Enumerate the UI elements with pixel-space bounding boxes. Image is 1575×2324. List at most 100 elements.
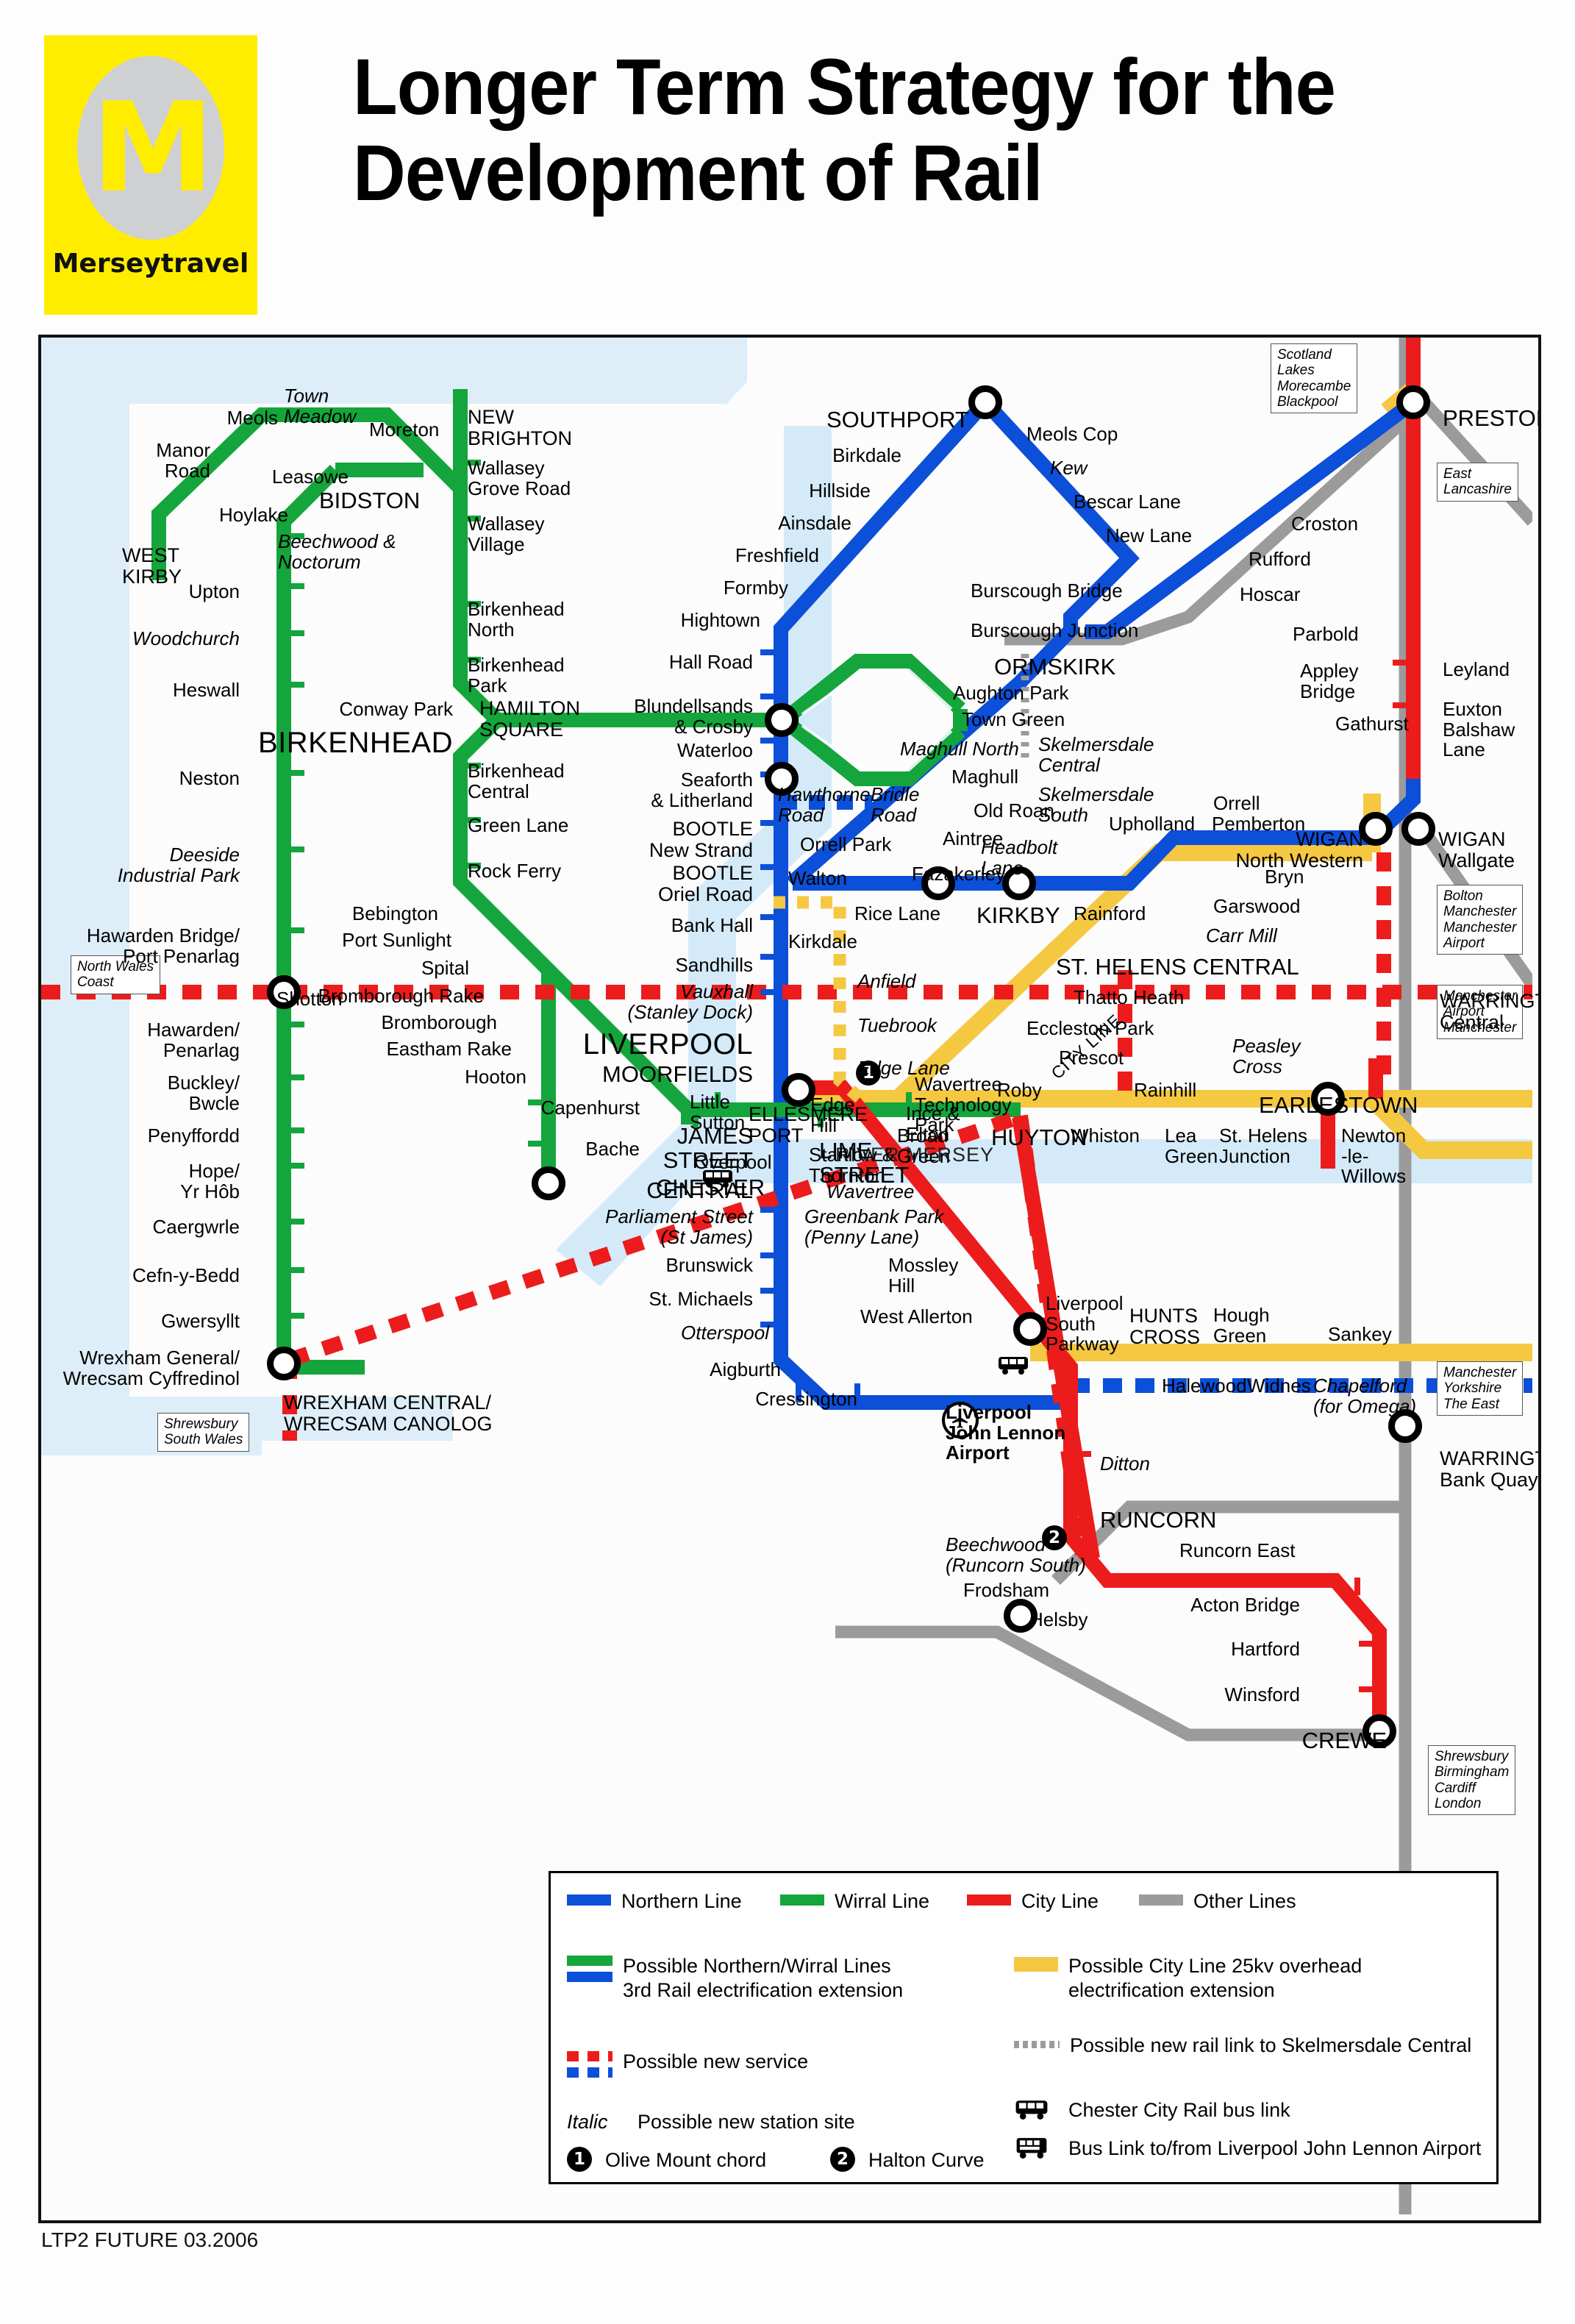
merseytravel-logo: M Merseytravel bbox=[44, 35, 257, 315]
station-label: Acton Bridge bbox=[1190, 1594, 1300, 1616]
station-label: Roby bbox=[997, 1079, 1042, 1101]
station-label: Skelmersdale Central bbox=[1038, 733, 1154, 776]
station-label: Freshfield bbox=[735, 544, 819, 566]
station-label: Rainhill bbox=[1134, 1079, 1197, 1101]
station-label: Birkdale bbox=[832, 444, 901, 466]
station-label: Winsford bbox=[1224, 1683, 1300, 1705]
station-label: Edge Lane bbox=[857, 1057, 950, 1079]
station-label: Rice Lane bbox=[854, 902, 941, 924]
station-label: Tuebrook bbox=[857, 1014, 937, 1036]
station-label: PRESTON bbox=[1443, 405, 1538, 431]
station-label: Appley Bridge bbox=[1300, 660, 1359, 702]
station-label: Carr Mill bbox=[1206, 924, 1277, 947]
station-label: RUNCORN bbox=[1100, 1507, 1217, 1533]
station-label: Bromborough bbox=[381, 1011, 497, 1033]
station-label: Euxton Balshaw Lane bbox=[1443, 698, 1515, 761]
station-label: Peasley Cross bbox=[1232, 1035, 1301, 1077]
station-label: Prescot bbox=[1059, 1047, 1124, 1069]
map-note-1-olive-mount[interactable]: 1 bbox=[856, 1061, 881, 1086]
legend-swatch-city bbox=[967, 1895, 1011, 1906]
station-label: CHESTER bbox=[656, 1175, 765, 1200]
possible-overhead-extension bbox=[774, 896, 869, 1108]
station-label: WARRINGTON Central bbox=[1440, 990, 1538, 1033]
interchange-moorfields[interactable] bbox=[765, 703, 799, 737]
interchange-central[interactable] bbox=[765, 762, 799, 796]
station-label: Bache bbox=[585, 1138, 640, 1160]
title-line-2: Development of Rail bbox=[353, 127, 1043, 217]
station-label: Vauxhall (Stanley Dock) bbox=[627, 980, 754, 1023]
station-label: Aintree bbox=[943, 827, 1004, 849]
station-label: Shotton bbox=[276, 988, 343, 1010]
interchange-wrexham-general[interactable] bbox=[267, 1347, 301, 1380]
interchange-warrington-bq[interactable] bbox=[1388, 1409, 1422, 1443]
station-label: BIRKENHEAD bbox=[257, 727, 453, 759]
station-label: ORMSKIRK bbox=[994, 654, 1116, 680]
station-label: Mossley Hill bbox=[888, 1254, 959, 1297]
interchange-wigan-wallgate[interactable] bbox=[1401, 812, 1435, 846]
station-label: Conway Park bbox=[339, 698, 453, 720]
station-label: Waterloo bbox=[676, 739, 753, 761]
station-label: LIME STREET bbox=[819, 1138, 910, 1188]
legend-label-italic-key: Possible new station site bbox=[638, 2111, 855, 2133]
station-label: St. Helens Junction bbox=[1219, 1124, 1307, 1167]
interchange-chester[interactable] bbox=[532, 1166, 565, 1200]
station-label: HUYTON bbox=[991, 1124, 1088, 1150]
station-label: MOORFIELDS bbox=[602, 1061, 753, 1087]
station-label: Walton bbox=[788, 867, 847, 889]
station-label: Parbold bbox=[1293, 623, 1359, 645]
dest-box-shrewsbury-birmingham: Shrewsbury Birmingham Cardiff London bbox=[1428, 1745, 1516, 1816]
station-label: Wrexham General/ Wrecsam Cyffredinol bbox=[63, 1347, 240, 1389]
station-label: Newton -le- Willows bbox=[1341, 1124, 1407, 1188]
interchange-southport[interactable] bbox=[968, 385, 1002, 419]
station-label: Bescar Lane bbox=[1074, 491, 1181, 513]
station-label: Hartford bbox=[1231, 1638, 1300, 1660]
station-label: Blundellsands & Crosby bbox=[634, 695, 753, 738]
station-label: CREWE bbox=[1301, 1728, 1387, 1753]
interchange-kirkby[interactable] bbox=[1002, 866, 1036, 900]
station-label: Burscough Junction bbox=[971, 619, 1139, 641]
station-label: Greenbank Park (Penny Lane) bbox=[804, 1205, 944, 1248]
legend-bus-icon-chester bbox=[1014, 2098, 1058, 2124]
interchange-wigan-nw[interactable] bbox=[1359, 812, 1393, 846]
station-label: Liverpool John Lennon Airport bbox=[946, 1401, 1066, 1464]
station-label: Hooton bbox=[465, 1066, 526, 1088]
station-label: Neston bbox=[179, 767, 240, 789]
interchange-shotton[interactable] bbox=[267, 975, 301, 1009]
legend-label-northern: Northern Line bbox=[621, 1890, 742, 1912]
legend-italic-marker: Italic bbox=[567, 2111, 608, 2133]
interchange-preston[interactable] bbox=[1396, 385, 1430, 419]
interchange-headbolt-lane[interactable] bbox=[921, 866, 955, 900]
station-label: Wavertree bbox=[826, 1180, 915, 1202]
page-title: Longer Term Strategy for the Development… bbox=[353, 43, 1435, 217]
station-label: Spital bbox=[421, 957, 469, 979]
dest-box-east-lancs: East Lancashire bbox=[1437, 463, 1518, 502]
station-label: Kew bbox=[1050, 457, 1088, 479]
legend-item-chester-bus: Chester City Rail bus link bbox=[1014, 2098, 1290, 2124]
station-label: Cressington bbox=[755, 1388, 857, 1410]
document-reference: LTP2 FUTURE 03.2006 bbox=[41, 2228, 259, 2251]
halton-curve-dashed bbox=[1013, 1114, 1090, 1555]
interchange-lime-street[interactable] bbox=[782, 1073, 815, 1107]
interchange-crewe[interactable] bbox=[1362, 1714, 1396, 1748]
station-label: Rock Ferry bbox=[468, 860, 562, 882]
station-label: Ainsdale bbox=[778, 512, 851, 534]
legend-note-1-marker: 1 bbox=[567, 2147, 592, 2172]
station-label: Moreton bbox=[369, 418, 440, 441]
legend-label-third-rail: Possible Northern/Wirral Lines 3rd Rail … bbox=[623, 1955, 904, 2001]
station-label: Anfield bbox=[857, 970, 916, 992]
legend-item-northern-line: Northern Line bbox=[567, 1889, 742, 1914]
station-label: KIRKBY bbox=[976, 902, 1060, 928]
station-label: Stanlow & Thornton bbox=[809, 1144, 896, 1186]
station-label: Meols Cop bbox=[1026, 423, 1118, 445]
interchange-helsby[interactable] bbox=[1004, 1599, 1038, 1633]
interchange-earlestown[interactable] bbox=[1311, 1082, 1345, 1116]
interchange-south-parkway[interactable] bbox=[1013, 1312, 1047, 1346]
legend-label-chester-bus: Chester City Rail bus link bbox=[1068, 2099, 1290, 2121]
station-label: Whiston bbox=[1071, 1124, 1140, 1147]
station-label: Fazakerley bbox=[912, 863, 1006, 885]
map-legend: Northern Line Wirral Line City Line Othe… bbox=[549, 1871, 1499, 2184]
station-label: Birkenhead Park bbox=[468, 654, 565, 696]
station-label: West Allerton bbox=[860, 1305, 973, 1327]
station-label: Heswall bbox=[172, 679, 240, 701]
map-note-2-halton-curve[interactable]: 2 bbox=[1042, 1525, 1067, 1550]
